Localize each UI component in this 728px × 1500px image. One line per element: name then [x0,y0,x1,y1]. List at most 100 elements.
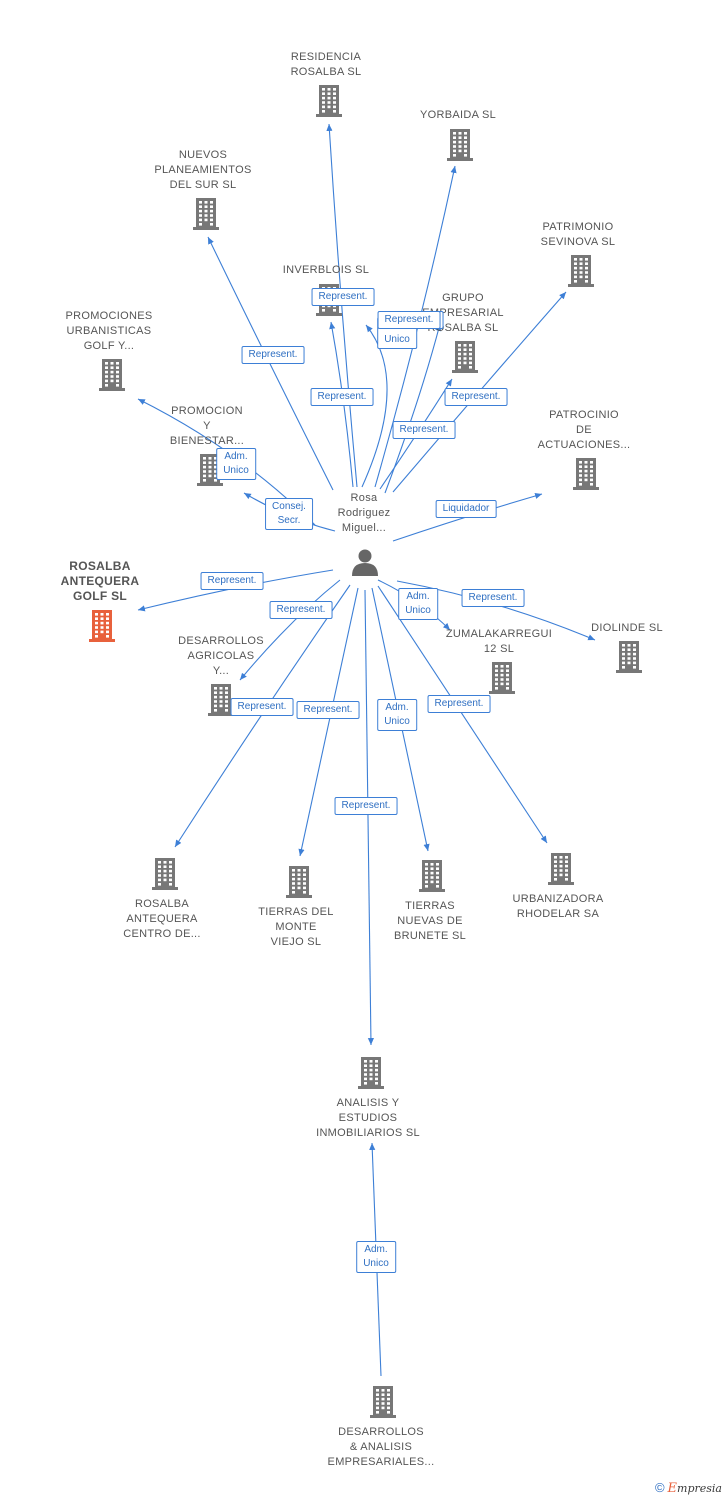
company-label-line: ESTUDIOS [338,1112,398,1124]
company-label-line: GRUPO [442,292,484,304]
company-label-promocion-bienestar[interactable]: PROMOCION Y BIENESTAR... [170,404,244,449]
company-label-line: Y [203,420,211,432]
relation-label[interactable]: Represent. [230,698,294,716]
building-icon[interactable] [152,858,178,890]
relation-label[interactable]: Adm. Unico [398,588,438,620]
node-icons [89,85,642,1418]
relation-label[interactable]: Represent. [334,797,398,815]
company-label-line: PROMOCIONES [65,310,153,322]
building-icon[interactable] [197,454,223,486]
relation-label-line: Represent. [399,424,449,435]
building-icon[interactable] [548,853,574,885]
building-icon[interactable] [89,610,115,642]
relation-label[interactable]: Adm.Unico [356,1241,396,1273]
building-icon[interactable] [419,860,445,892]
relation-label[interactable]: Consej. Secr. [265,498,313,530]
company-label-line: PATROCINIO [549,409,619,421]
relation-label-line: Represent. [451,391,501,402]
company-label-line: URBANISTICAS [66,325,152,337]
company-label-inverblois[interactable]: INVERBLOIS SL [283,263,369,278]
company-label-line: BRUNETE SL [393,930,467,942]
relation-label-line: Represent. [303,704,353,715]
building-icon[interactable] [489,662,515,694]
brand-name: mpresia [677,1482,722,1495]
company-label-line: INVERBLOIS SL [282,264,370,276]
company-label-line: URBANIZADORA [512,893,604,905]
relation-label-line: Consej. [272,501,306,512]
person-icon[interactable] [352,549,378,577]
relation-label[interactable]: Represent. [310,388,374,406]
relation-label-line: Unico [363,1258,389,1269]
company-label-yorbaida[interactable]: YORBAIDA SL [420,108,496,123]
relation-label-line: Adm. [224,451,248,462]
company-label-line: RHODELAR SA [516,908,600,920]
brand-initial: E [667,1481,678,1496]
building-icon[interactable] [316,85,342,117]
company-label-urbanizadora-rhodelar[interactable]: URBANIZADORA RHODELAR SA [513,892,604,922]
relation-label[interactable]: Liquidador [435,500,497,518]
relation-label[interactable]: Adm.Unico [377,699,417,731]
relation-label[interactable]: Represent. [241,346,305,364]
relation-label[interactable]: Represent. [461,589,525,607]
edge-person-to-analisis-estudios [364,589,374,1046]
relation-label[interactable]: Represent. [427,695,491,713]
building-icon[interactable] [616,641,642,673]
building-icon[interactable] [568,255,594,287]
company-label-line: RESIDENCIA [290,51,362,63]
relation-label-line: Unico [405,605,431,616]
company-label-line: SEVINOVA SL [540,236,616,248]
building-icon[interactable] [286,866,312,898]
copyright-symbol: © [654,1480,665,1495]
company-label-line: MONTE [275,921,317,933]
building-icon[interactable] [358,1057,384,1089]
relation-label-line: Adm. [406,591,430,602]
company-label-line: NUEVAS DE [397,915,463,927]
building-icon[interactable] [99,359,125,391]
building-icon[interactable] [447,129,473,161]
company-label-line: ANTEQUERA [126,913,198,925]
company-label-line: PROMOCION [171,405,243,417]
company-label-line: EMPRESARIALES... [327,1456,435,1468]
relation-label[interactable]: Adm.Unico [216,448,256,480]
building-icon[interactable] [573,458,599,490]
relation-edges [137,123,596,1377]
building-icon[interactable] [370,1386,396,1418]
relation-label[interactable]: Represent. [392,421,456,439]
relation-label[interactable]: Represent. [296,701,360,719]
company-label-line: AGRICOLAS [187,650,255,662]
company-label-line: ZUMALAKARREGUI [445,628,553,640]
empresia-brand[interactable]: ©Empresia [655,1480,722,1496]
relation-label[interactable]: Represent. [200,572,264,590]
company-label-line: YORBAIDA SL [419,109,497,121]
company-label-line: DE [576,424,592,436]
relation-label[interactable]: Represent. [377,311,441,329]
building-icon[interactable] [193,198,219,230]
building-icon[interactable] [208,684,234,716]
person-name-line: Rosa [350,492,378,504]
relation-label[interactable]: Represent. [444,388,508,406]
relation-label-line: Unico [384,334,410,345]
relation-label[interactable]: Represent. [311,288,375,306]
company-label-line: DEL SUR SL [169,179,237,191]
relation-label-line: Unico [384,716,410,727]
company-label-diolinde[interactable]: DIOLINDE SL [591,621,663,636]
relation-label[interactable]: Represent. [269,601,333,619]
relation-label-line: Secr. [277,515,301,526]
building-icon[interactable] [452,341,478,373]
relation-label-line: Represent. [207,575,257,586]
company-label-line: BIENESTAR... [169,435,245,447]
